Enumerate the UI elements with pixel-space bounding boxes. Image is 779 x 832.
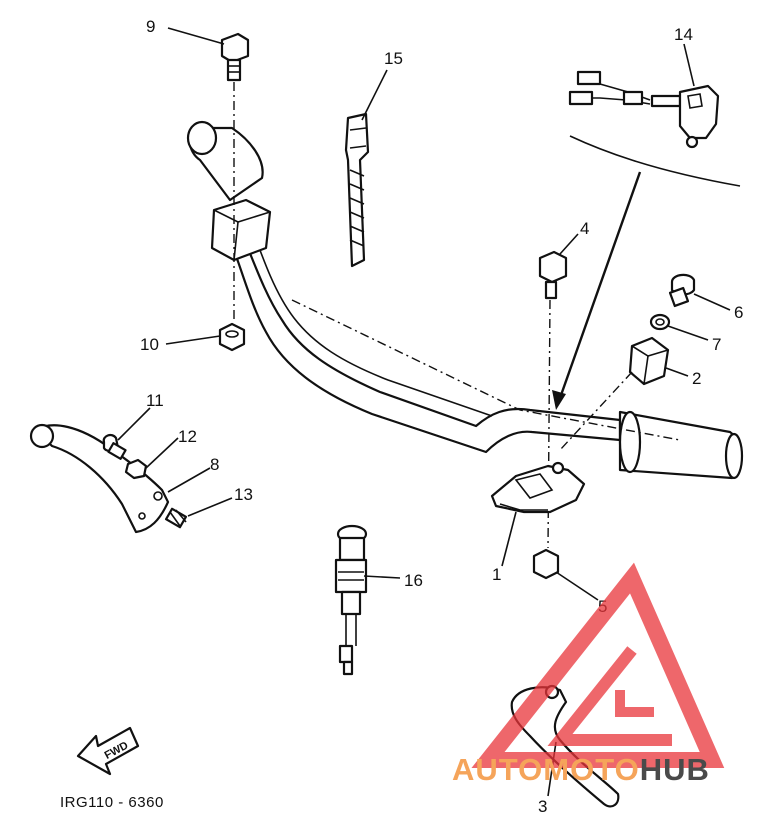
cable-strap-15 xyxy=(344,112,370,268)
callout-7: 7 xyxy=(712,335,721,354)
washer-7 xyxy=(649,313,671,331)
callout-9: 9 xyxy=(146,17,155,36)
callout-13: 13 xyxy=(234,485,253,504)
bolt-4 xyxy=(538,250,568,300)
watermark-hub: HUB xyxy=(640,752,710,787)
svg-text:AUTOMOTOHUB: AUTOMOTOHUB xyxy=(452,752,710,787)
callout-10: 10 xyxy=(140,335,159,354)
bolt-11 xyxy=(102,433,127,460)
callout-4: 4 xyxy=(580,219,589,238)
diagram-code: IRG110 - 6360 xyxy=(60,794,164,811)
lever-bracket-8 xyxy=(29,423,170,534)
nut-12 xyxy=(124,458,148,480)
nut-5 xyxy=(532,548,560,580)
watermark-moto: MOTO xyxy=(543,752,639,787)
watermark-logo xyxy=(471,562,725,768)
callout-14: 14 xyxy=(674,25,693,44)
detail-arrow xyxy=(552,171,642,410)
bolt-9 xyxy=(220,32,250,82)
left-clamp xyxy=(210,198,272,262)
callout-2: 2 xyxy=(692,369,701,388)
leader-lines xyxy=(117,27,731,797)
screw-6 xyxy=(668,273,696,308)
callout-12: 12 xyxy=(178,427,197,446)
axis-4 xyxy=(547,299,551,549)
callout-11: 11 xyxy=(146,391,164,410)
callout-15: 15 xyxy=(384,49,403,68)
callout-numbers: 9 10 15 14 4 6 7 2 1 5 11 12 8 13 16 3 xyxy=(140,17,743,816)
detail-bracket xyxy=(569,135,741,187)
callout-3: 3 xyxy=(538,797,547,816)
callout-1: 1 xyxy=(492,565,501,584)
screw-13 xyxy=(164,507,188,529)
automotohub-watermark: AUTOMOTOHUB xyxy=(452,562,725,787)
callout-6: 6 xyxy=(734,303,743,322)
nut-10 xyxy=(218,322,246,352)
lower-bracket-1 xyxy=(490,461,586,514)
bar-axis-line xyxy=(291,299,681,441)
fwd-arrow: FWD xyxy=(76,726,140,776)
switch-16 xyxy=(334,524,368,676)
watermark-auto: AUTO xyxy=(452,752,543,787)
callout-16: 16 xyxy=(404,571,423,590)
handlebar xyxy=(186,120,744,480)
callout-8: 8 xyxy=(210,455,219,474)
upper-holder-2 xyxy=(628,336,670,386)
switch-14 xyxy=(568,70,720,149)
